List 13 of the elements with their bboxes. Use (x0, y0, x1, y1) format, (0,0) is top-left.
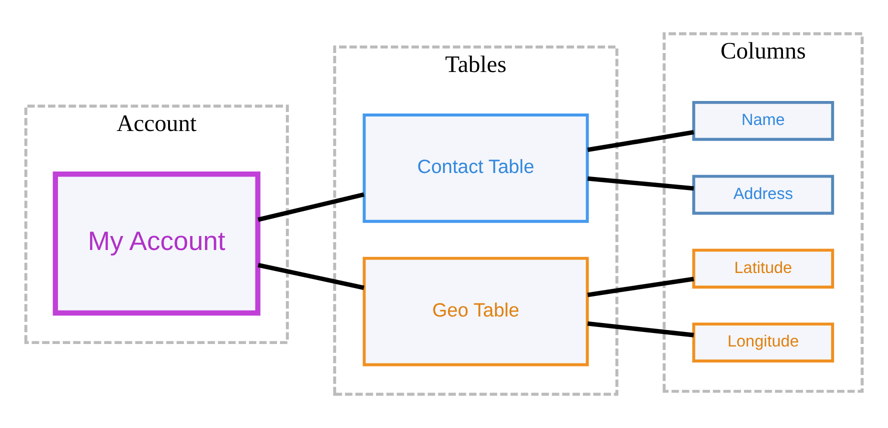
connector (258, 192, 364, 222)
node-box: Name (692, 100, 834, 141)
node-box: Latitude (692, 248, 834, 289)
connector (587, 130, 694, 152)
connector (587, 321, 694, 338)
connector (587, 176, 694, 191)
connector (258, 262, 364, 290)
node-box: Address (692, 174, 834, 215)
node-box: Geo Table (362, 256, 589, 366)
connector (587, 276, 694, 298)
node-box: Longitude (692, 322, 834, 362)
node-box: Contact Table (362, 114, 589, 223)
node-box: My Account (52, 172, 260, 316)
